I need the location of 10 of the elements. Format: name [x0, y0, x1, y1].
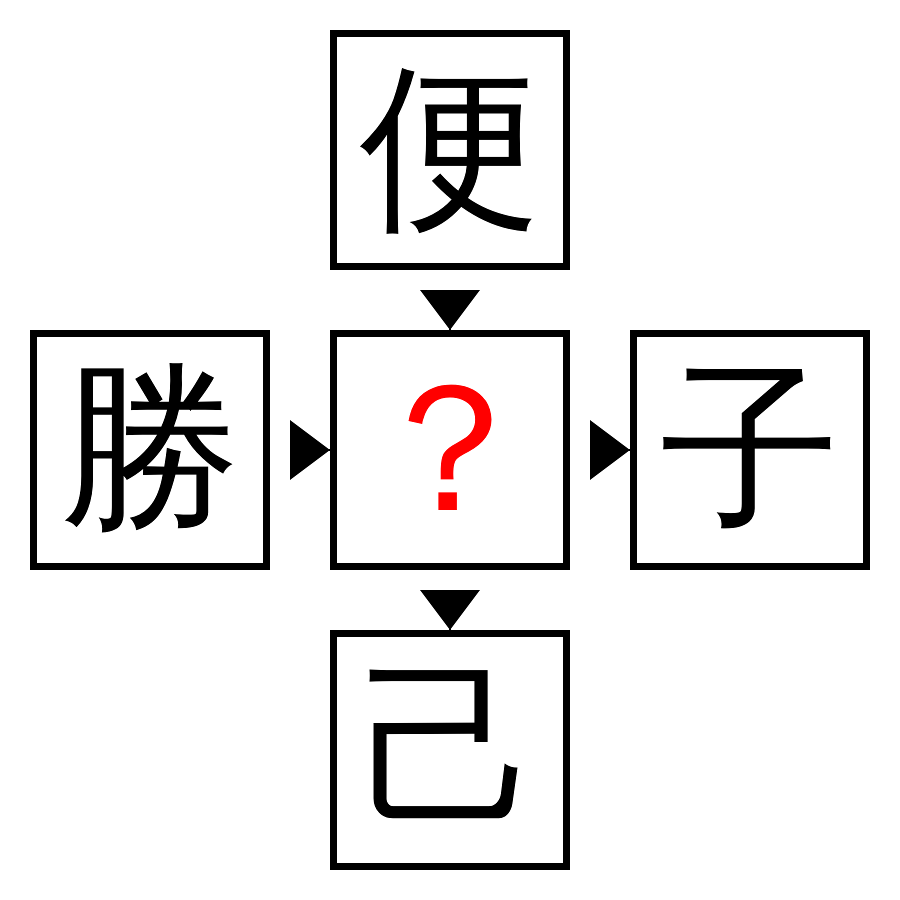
kanji: 己	[360, 660, 540, 840]
character-box	[330, 330, 570, 570]
kanji: 勝	[60, 360, 240, 540]
question-mark: ？	[360, 360, 540, 540]
character-box	[630, 330, 870, 570]
character-box	[330, 630, 570, 870]
kanji: 便	[360, 60, 540, 240]
character-box	[330, 30, 570, 270]
kanji: 子	[660, 360, 840, 540]
character-box	[30, 330, 270, 570]
